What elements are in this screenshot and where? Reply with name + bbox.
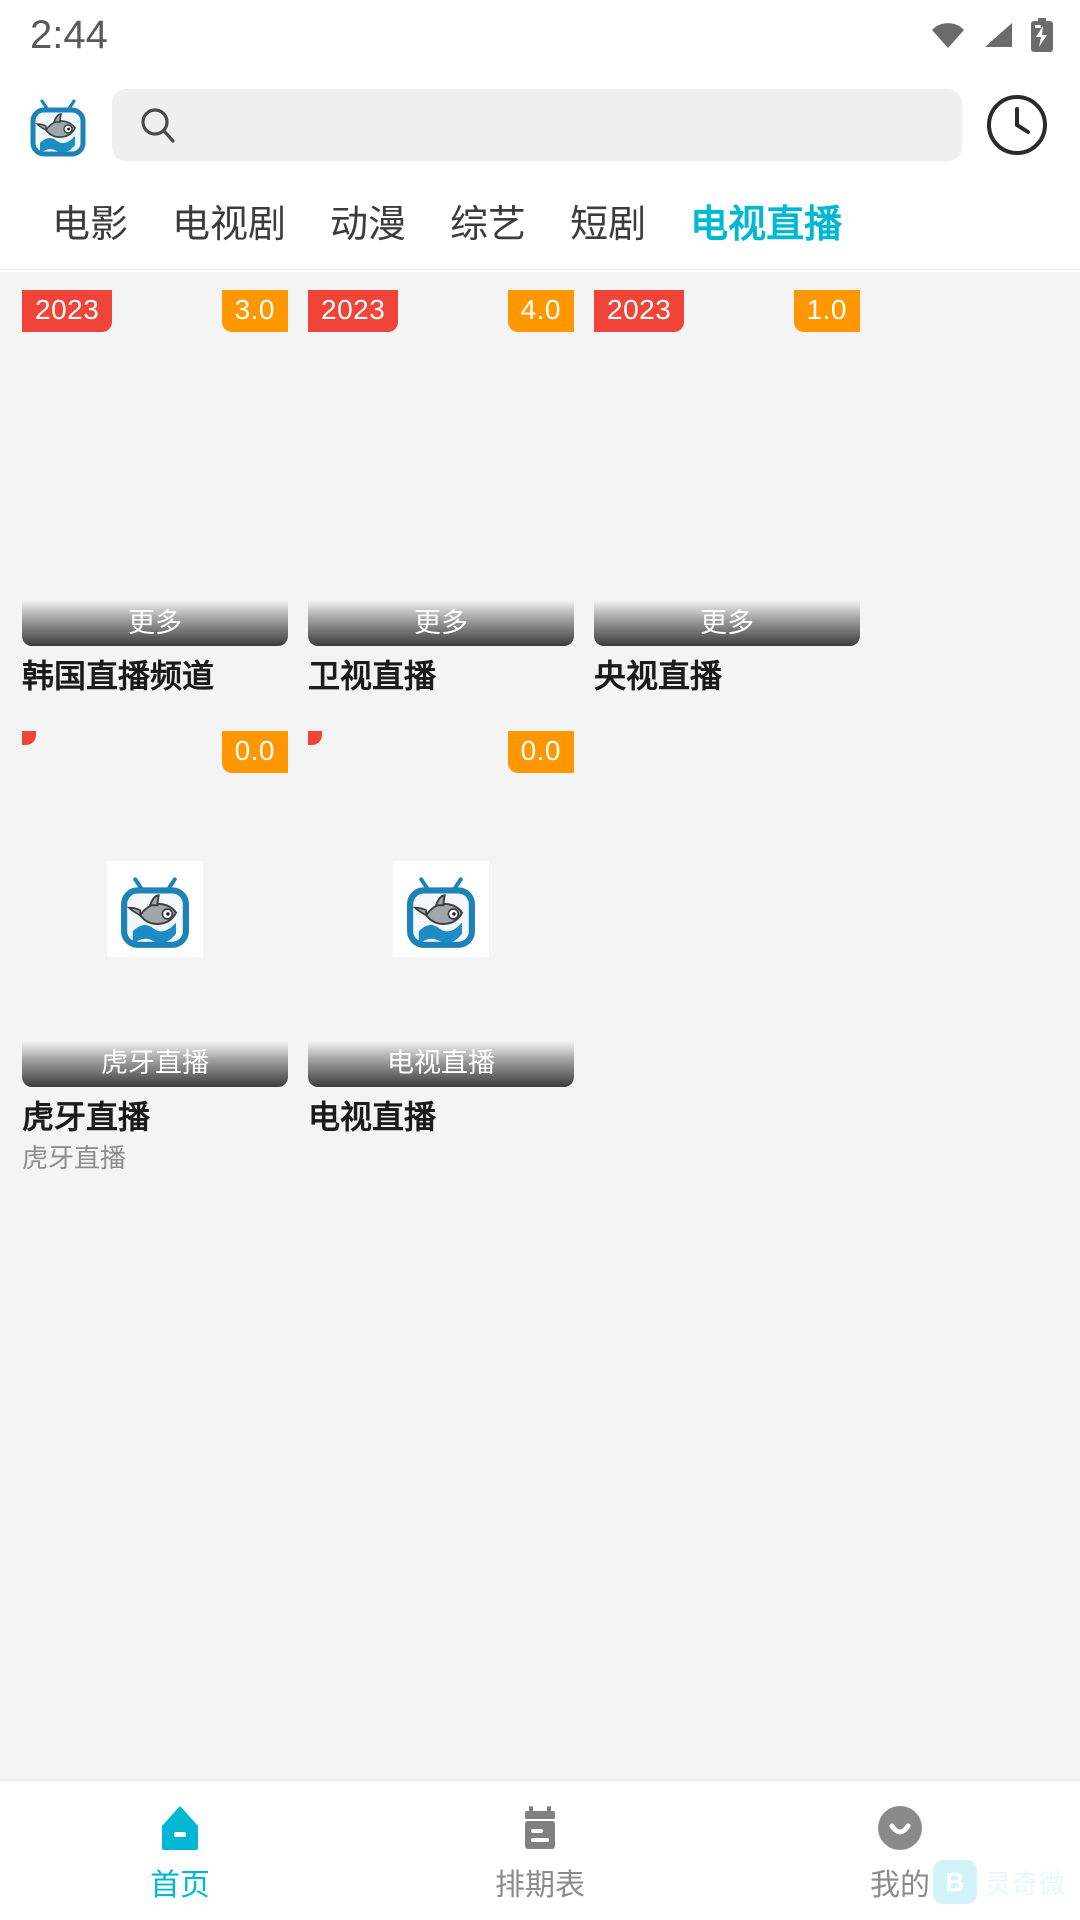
status-bar-clock: 2:44 [30,12,108,57]
shark-tv-placeholder-icon [121,877,189,948]
nav-item-schedule[interactable]: 排期表 [360,1800,720,1901]
tab-anime[interactable]: 动漫 [330,203,407,246]
score-badge: 4.0 [507,290,574,332]
watermark: B 灵奇微 [932,1860,1066,1904]
search-bar[interactable] [112,89,962,161]
card-poster[interactable]: 0.0 电视 [308,730,574,1087]
card-poster[interactable]: 0.0 虎牙 [22,730,288,1087]
channel-card[interactable]: 2023 1.0 更多 央视直播 [594,290,860,703]
home-icon [152,1800,208,1861]
card-overlay-label: 更多 [308,600,574,646]
channel-card[interactable]: 2023 4.0 更多 卫视直播 [308,290,574,703]
history-clock-icon[interactable] [980,88,1054,162]
card-poster[interactable]: 2023 4.0 更多 [308,290,574,646]
search-icon [138,105,178,145]
card-thumbnail [22,731,288,1087]
nav-item-home[interactable]: 首页 [0,1800,360,1901]
year-badge: 2023 [594,290,685,332]
year-badge [22,730,36,745]
calendar-icon [512,1800,568,1861]
card-title: 电视直播 [308,1098,437,1135]
channel-card[interactable]: 0.0 电视 [308,730,574,1172]
year-badge [308,730,322,745]
channel-card-grid: 2023 3.0 更多 韩国直播频道 2023 4.0 更多 卫视直播 2023… [0,290,1080,1200]
cell-signal-icon [982,21,1014,49]
watermark-logo-icon: B [932,1860,977,1904]
score-badge: 1.0 [793,290,860,332]
year-badge: 2023 [308,290,399,332]
card-title: 央视直播 [594,658,723,694]
shark-tv-placeholder-icon [407,877,475,948]
card-title: 韩国直播频道 [22,658,215,694]
search-input[interactable] [192,108,936,142]
tab-live-tv[interactable]: 电视直播 [690,203,843,246]
content-scroll-area[interactable]: 2023 3.0 更多 韩国直播频道 2023 4.0 更多 卫视直播 2023… [0,272,1080,1780]
tab-tv-series[interactable]: 电视剧 [172,203,287,246]
channel-card[interactable]: 2023 3.0 更多 韩国直播频道 [22,290,288,703]
status-bar: 2:44 [0,0,1080,70]
app-logo-shark-tv-icon[interactable] [22,89,94,161]
app-header [0,70,1080,180]
tab-short-drama[interactable]: 短剧 [570,203,647,246]
nav-item-schedule-label: 排期表 [495,1869,585,1902]
category-tab-bar: 电影 电视剧 动漫 综艺 短剧 电视直播 [0,180,1080,270]
card-overlay-label: 虎牙直播 [22,1040,288,1087]
score-badge: 0.0 [221,730,288,773]
card-subtitle: 虎牙直播 [22,1143,127,1173]
score-badge: 3.0 [221,290,288,332]
nav-item-home-label: 首页 [150,1869,210,1902]
channel-card[interactable]: 0.0 虎牙 [22,730,288,1173]
card-overlay-label: 更多 [594,600,860,646]
tab-movies[interactable]: 电影 [52,203,129,246]
watermark-text: 灵奇微 [984,1868,1066,1899]
card-poster[interactable]: 2023 1.0 更多 [594,290,860,646]
profile-icon [872,1800,928,1861]
nav-item-profile-label: 我的 [870,1869,930,1902]
wifi-icon [930,21,966,49]
card-title: 虎牙直播 [22,1098,151,1135]
card-overlay-label: 电视直播 [308,1040,574,1087]
card-title: 卫视直播 [308,658,437,694]
card-poster[interactable]: 2023 3.0 更多 [22,290,288,646]
year-badge: 2023 [22,290,113,332]
card-thumbnail [308,731,574,1087]
battery-charging-icon [1030,18,1054,52]
nav-item-profile[interactable]: 我的 [720,1800,1080,1901]
bottom-navigation-bar: 首页 排期表 我的 B 灵奇微 [0,1780,1080,1920]
status-bar-icons [930,18,1054,52]
score-badge: 0.0 [507,730,574,773]
tab-variety[interactable]: 综艺 [450,203,527,246]
card-overlay-label: 更多 [22,600,288,646]
